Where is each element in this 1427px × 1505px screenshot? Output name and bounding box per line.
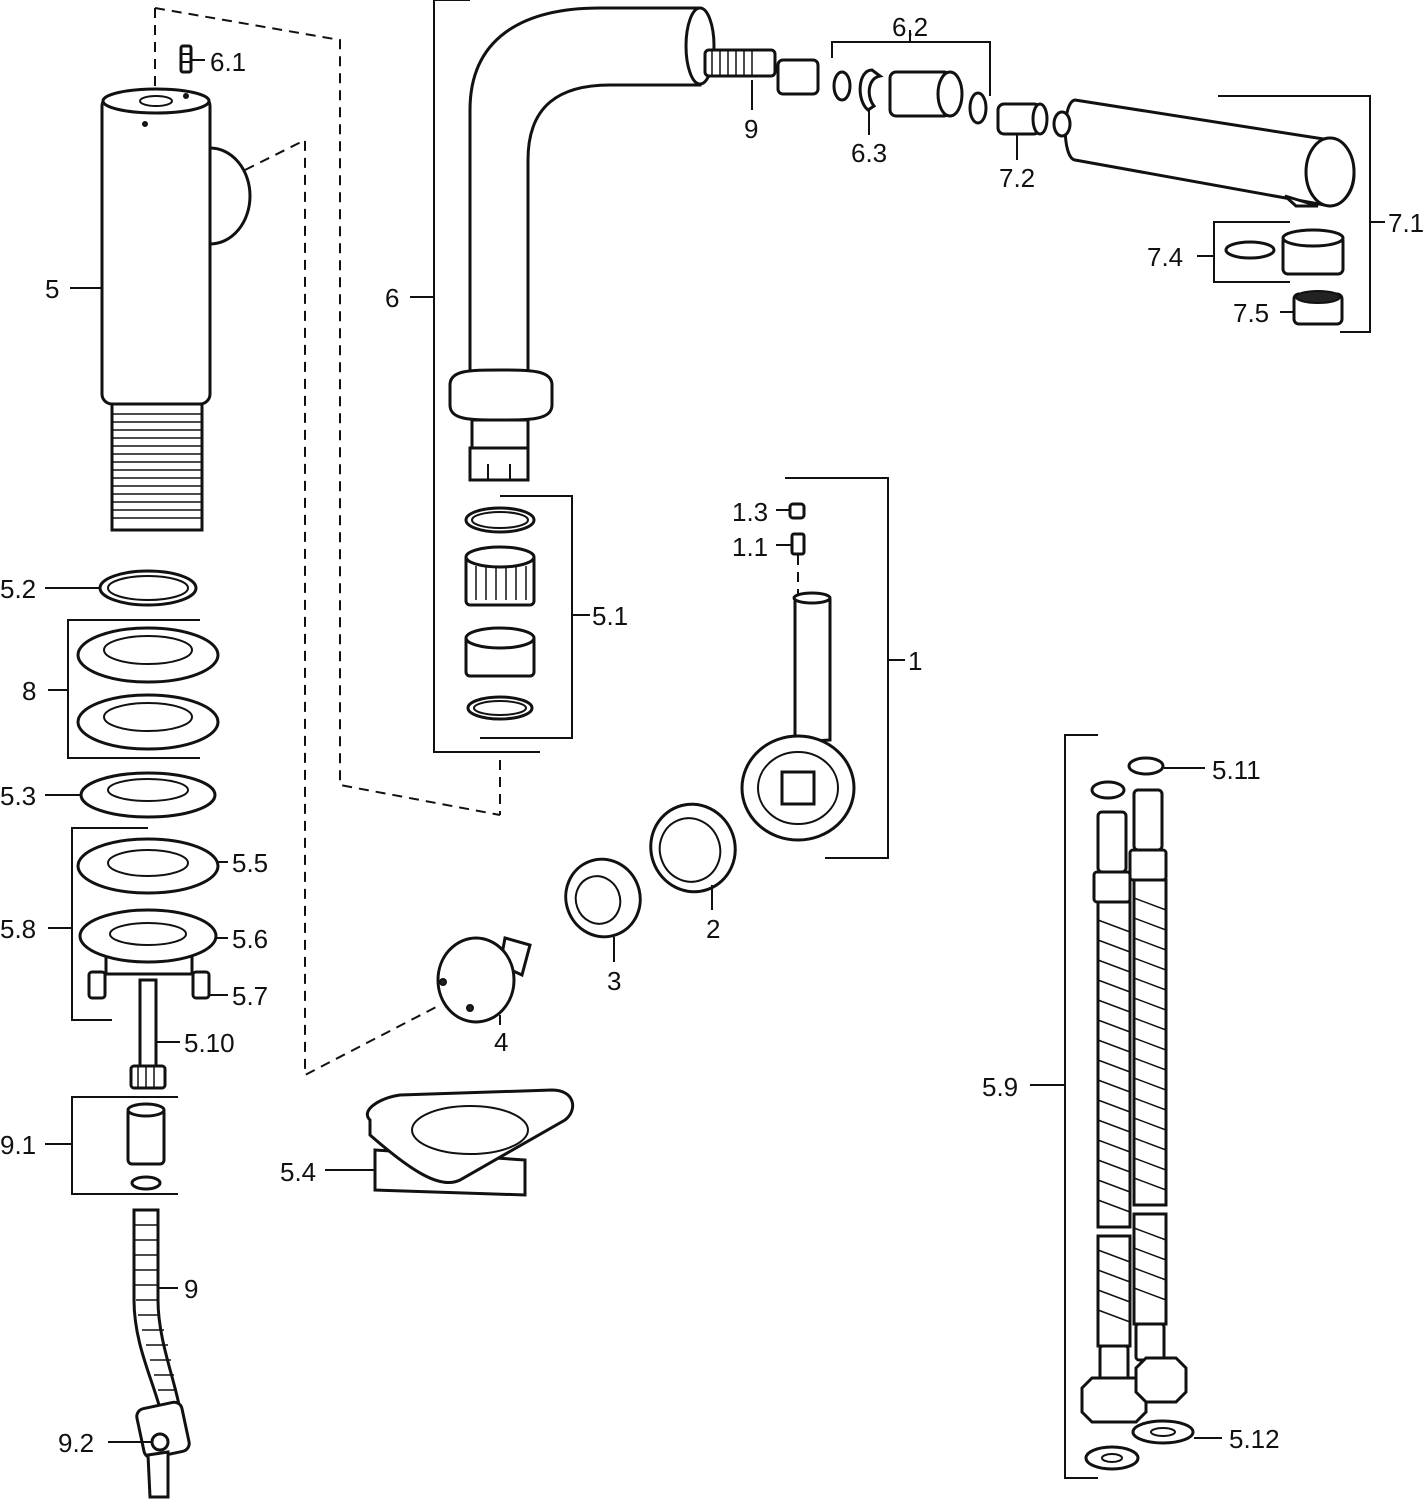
part-labels: 6.1 5 5.2 8 5.3 5.5 5.8 5.6 5.7 5.10 9.1… — [0, 12, 1424, 1458]
label-5-6: 5.6 — [232, 924, 268, 954]
part-cartridge-4 — [436, 936, 532, 1024]
label-5: 5 — [45, 274, 59, 304]
label-5-4: 5.4 — [280, 1157, 316, 1187]
label-2: 2 — [706, 914, 720, 944]
part-outlet-7-1 — [1052, 95, 1371, 333]
label-1-1: 1.1 — [732, 532, 768, 562]
label-1: 1 — [908, 646, 922, 676]
label-7-5: 7.5 — [1233, 298, 1269, 328]
part-screw-6-1 — [179, 44, 193, 74]
part-bushing-3 — [564, 857, 642, 939]
label-4: 4 — [494, 1027, 508, 1057]
label-5-9: 5.9 — [982, 1072, 1018, 1102]
part-washer-5-5 — [76, 837, 220, 895]
label-5-7: 5.7 — [232, 981, 268, 1011]
part-valve-7-2 — [996, 102, 1049, 136]
assembly-dash-lines — [154, 7, 799, 1077]
part-lever-1 — [740, 477, 889, 859]
label-5-11: 5.11 — [1212, 755, 1261, 785]
part-hoses-5-9 — [1064, 734, 1188, 1479]
label-8: 8 — [22, 676, 36, 706]
spout-brackets — [433, 0, 573, 753]
leader-lines — [45, 30, 1385, 1443]
part-coupling-6-2 — [831, 41, 991, 125]
part-cartridge-5-1 — [464, 506, 536, 721]
part-aerator-7-4 — [1213, 221, 1345, 283]
label-7-2: 7.2 — [999, 163, 1035, 193]
part-washer-5-3 — [79, 771, 217, 819]
part-connector-9-2 — [135, 1400, 191, 1499]
label-3: 3 — [607, 966, 621, 996]
part-aerator-7-5 — [1292, 290, 1344, 326]
part-oring-5-2 — [98, 569, 198, 607]
label-6-1: 6.1 — [210, 47, 246, 77]
label-9-top: 9 — [744, 114, 758, 144]
part-tube-5-10 — [129, 978, 167, 1090]
label-9-2: 9.2 — [58, 1428, 94, 1458]
label-6: 6 — [385, 283, 399, 313]
label-7-4: 7.4 — [1147, 242, 1183, 272]
label-5-5: 5.5 — [232, 848, 268, 878]
label-9-left: 9 — [184, 1274, 198, 1304]
part-spout — [448, 6, 716, 482]
label-9-1: 9.1 — [0, 1130, 36, 1160]
part-valve-body — [100, 87, 252, 532]
part-washers-5-12 — [1084, 1419, 1195, 1471]
label-7-1: 7.1 — [1388, 208, 1424, 238]
label-1-3: 1.3 — [732, 497, 768, 527]
label-5-12: 5.12 — [1229, 1424, 1280, 1454]
label-6-3: 6.3 — [851, 138, 887, 168]
label-5-2: 5.2 — [0, 574, 36, 604]
label-5-3: 5.3 — [0, 781, 36, 811]
part-adapter-9-1 — [126, 1102, 166, 1191]
label-5-8: 5.8 — [0, 914, 36, 944]
label-5-10: 5.10 — [184, 1028, 235, 1058]
part-ring-2 — [649, 802, 737, 894]
part-flange-5-6 — [78, 908, 218, 976]
part-spring-9-top — [703, 48, 820, 96]
part-screws-5-7 — [87, 970, 211, 1000]
label-5-1: 5.1 — [592, 601, 628, 631]
label-6-2: 6.2 — [892, 12, 928, 42]
part-hose-9 — [132, 1208, 182, 1418]
part-washer-8 — [76, 626, 220, 751]
part-base-5-4 — [366, 1088, 575, 1197]
